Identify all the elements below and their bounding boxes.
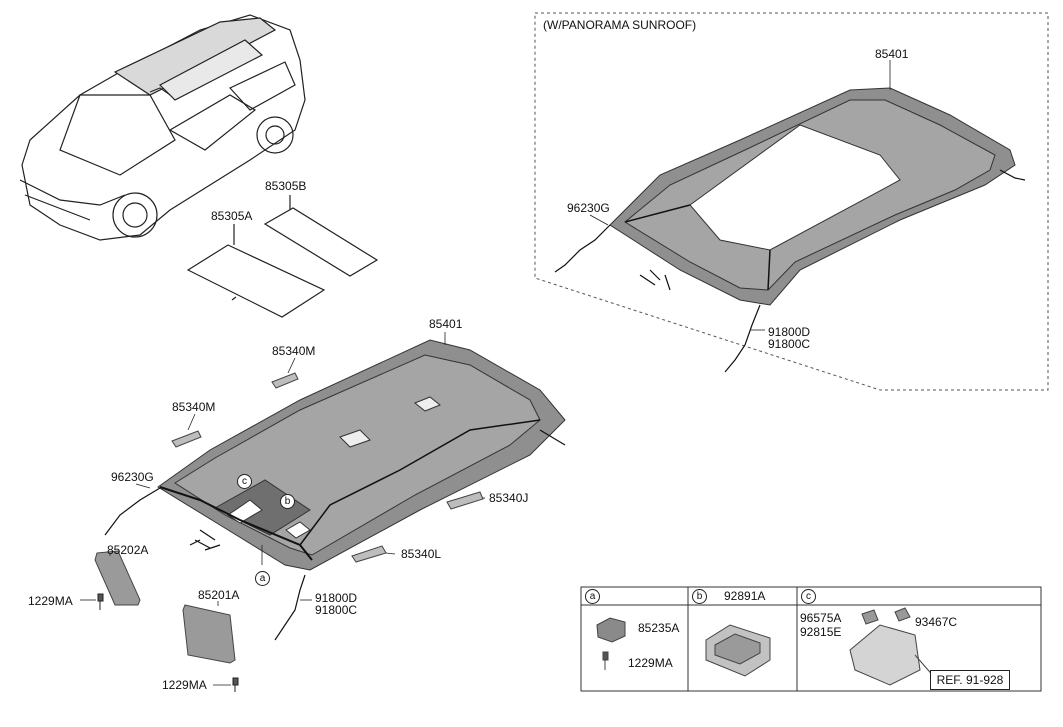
table-header-b-part: 92891A xyxy=(724,589,766,603)
ref-label: REF. 91-928 xyxy=(930,670,1010,690)
label-table-1229ma: 1229MA xyxy=(628,656,673,670)
table-header-c: c xyxy=(801,589,816,604)
inset-title: (W/PANORAMA SUNROOF) xyxy=(543,18,697,32)
cover-panels xyxy=(186,195,379,318)
label-96230g: 96230G xyxy=(111,470,154,484)
screws xyxy=(97,593,239,692)
sun-visors xyxy=(94,550,236,664)
label-85340l: 85340L xyxy=(401,547,442,561)
label-85401: 85401 xyxy=(429,317,463,331)
main-wires xyxy=(104,487,306,641)
inset-border xyxy=(534,12,1049,391)
label-inset-85401: 85401 xyxy=(875,47,909,61)
label-85305a: 85305A xyxy=(211,209,253,223)
inset-wires xyxy=(554,169,1026,373)
car-illustration xyxy=(19,14,306,241)
callout-a: a xyxy=(255,571,270,586)
label-85340j: 85340J xyxy=(489,491,529,505)
inset-headliner xyxy=(609,87,1016,306)
leader-lines xyxy=(80,60,891,686)
label-92815e: 92815E xyxy=(800,625,842,639)
label-96575a: 96575A xyxy=(800,611,842,625)
label-inset-91800d: 91800D xyxy=(768,325,811,339)
label-inset-91800c: 91800C xyxy=(768,337,811,351)
parts-table xyxy=(580,586,1042,692)
label-1229ma-upper: 1229MA xyxy=(28,594,73,608)
table-part-drawings xyxy=(596,607,936,686)
label-91800c: 91800C xyxy=(315,603,358,617)
label-85305b: 85305B xyxy=(265,179,307,193)
grip-handles xyxy=(171,372,484,563)
label-85340m-lower: 85340M xyxy=(172,400,216,414)
label-93467c: 93467C xyxy=(915,615,958,629)
label-85202a: 85202A xyxy=(107,543,149,557)
label-85201a: 85201A xyxy=(198,588,240,602)
callout-c: c xyxy=(237,474,252,489)
main-headliner xyxy=(157,339,566,571)
callout-b: b xyxy=(280,494,295,509)
label-85340m-upper: 85340M xyxy=(272,344,316,358)
label-91800d: 91800D xyxy=(315,591,358,605)
table-header-a: a xyxy=(585,589,600,604)
label-85235a: 85235A xyxy=(638,621,680,635)
table-header-b: b xyxy=(692,589,707,604)
label-1229ma-lower: 1229MA xyxy=(162,678,207,692)
label-inset-96230g: 96230G xyxy=(567,201,610,215)
